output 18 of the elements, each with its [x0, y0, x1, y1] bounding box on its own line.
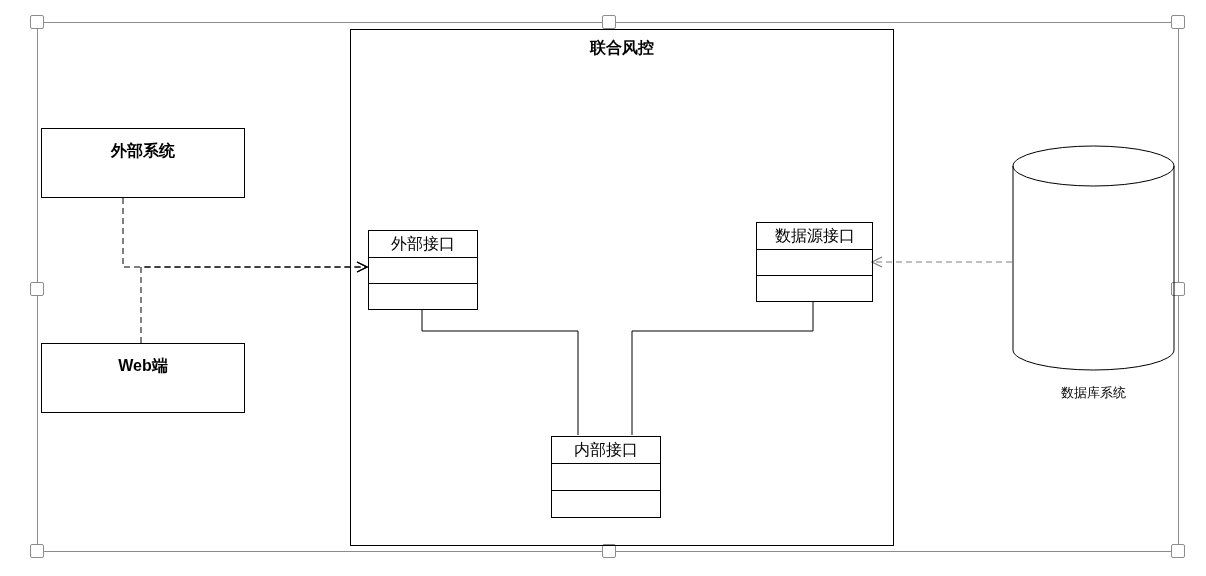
- class-name: 内部接口: [574, 442, 638, 458]
- dashed-arrow: [140, 261, 368, 344]
- container-title: 联合风控: [590, 38, 654, 58]
- box-label: 外部系统: [111, 141, 175, 161]
- cylinder-caption: 数据库系统: [1060, 384, 1127, 402]
- class-box: [551, 436, 661, 518]
- process-box: [41, 128, 245, 198]
- container-frame: [350, 29, 894, 546]
- process-box: [41, 343, 245, 413]
- database-cylinder: [1012, 145, 1175, 371]
- class-box: [368, 230, 478, 310]
- connector-line: [421, 308, 579, 436]
- dashed-arrow: [871, 256, 1013, 268]
- connector-line: [631, 300, 814, 436]
- class-name: 外部接口: [391, 236, 455, 252]
- class-box: [756, 222, 873, 302]
- class-name: 数据源接口: [774, 228, 855, 244]
- box-label: Web端: [118, 356, 168, 376]
